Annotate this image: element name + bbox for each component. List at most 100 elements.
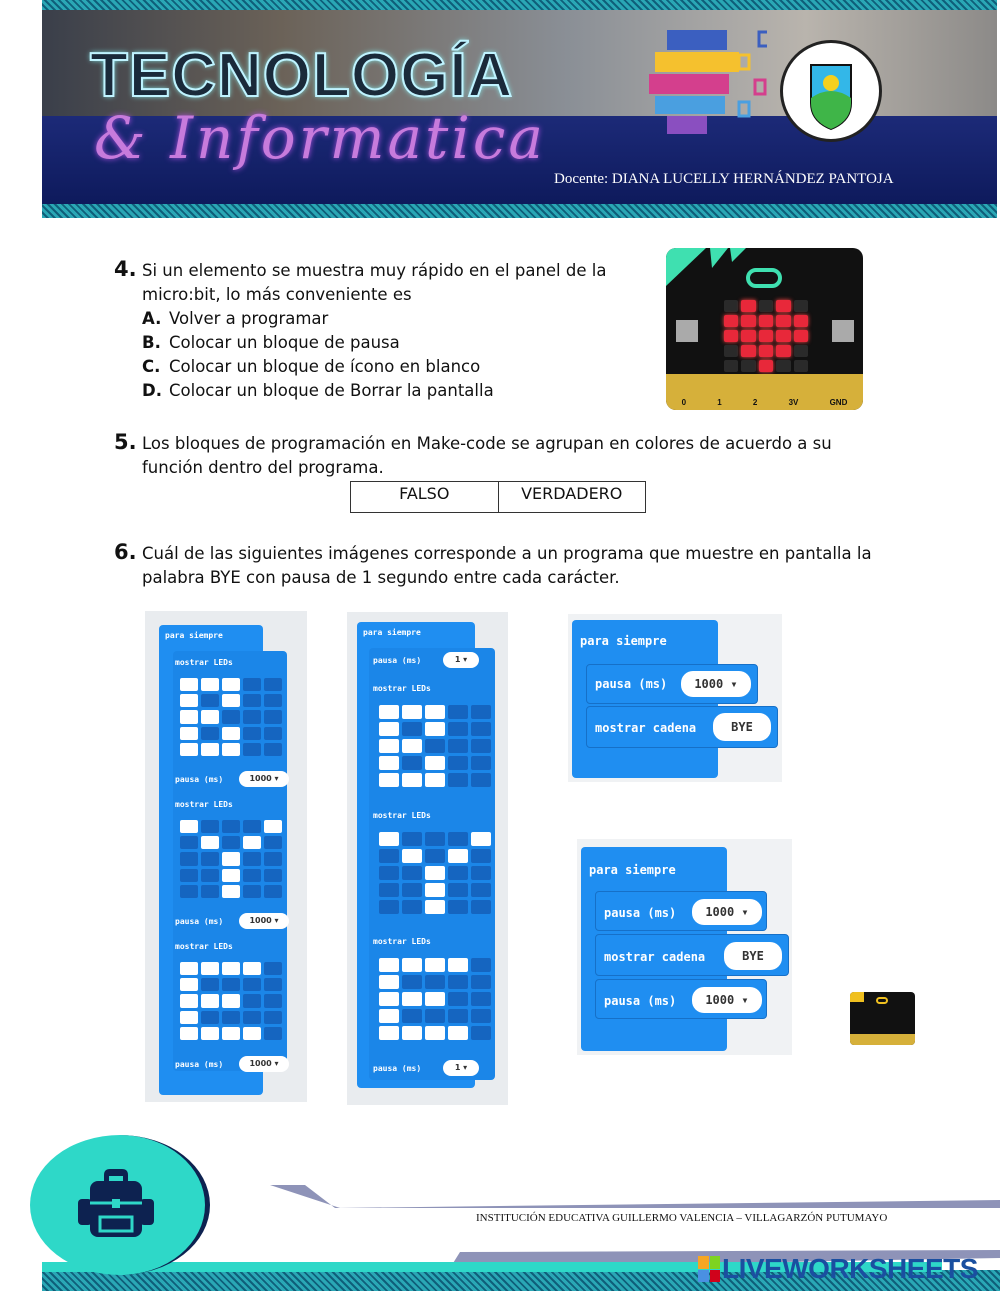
led-off <box>471 1026 491 1040</box>
led-grid-y <box>379 832 491 914</box>
option-letter: D. <box>142 381 162 400</box>
pause-label: pausa (ms) <box>175 1060 224 1069</box>
led-off <box>724 300 739 312</box>
led-on <box>180 694 198 708</box>
led-off <box>402 722 422 736</box>
led-off <box>201 694 219 708</box>
tech-head-logo-icon <box>649 30 767 134</box>
led-off <box>264 978 282 992</box>
led-off <box>243 726 261 740</box>
led-on <box>222 994 240 1008</box>
led-off <box>448 832 468 846</box>
led-off <box>180 852 198 866</box>
led-off <box>264 962 282 976</box>
led-on <box>180 978 198 992</box>
led-off <box>724 360 739 372</box>
question-6-line: Cuál de las siguientes imágenes correspo… <box>142 544 872 563</box>
led-off <box>201 868 219 882</box>
led-on <box>264 820 282 834</box>
led-on <box>379 1009 399 1023</box>
led-on <box>425 958 445 972</box>
led-off <box>448 1009 468 1023</box>
pause-block: pausa (ms) 1000 ▾ <box>595 891 767 931</box>
pause-value-dropdown: 1 ▾ <box>443 652 479 668</box>
led-on <box>379 722 399 736</box>
option-b[interactable]: B.Colocar un bloque de pausa <box>142 331 606 355</box>
question-4-line: Si un elemento se muestra muy rápido en … <box>142 261 607 280</box>
option-a[interactable]: A.Volver a programar <box>142 307 606 331</box>
led-off <box>243 742 261 756</box>
pin-label: 2 <box>752 398 758 407</box>
led-on <box>425 773 445 787</box>
led-on <box>222 868 240 882</box>
choice-verdadero[interactable]: VERDADERO <box>497 482 646 512</box>
led-on <box>222 694 240 708</box>
led-off <box>471 975 491 989</box>
footer-institution: INSTITUCIÓN EDUCATIVA GUILLERMO VALENCIA… <box>476 1212 888 1224</box>
led-on <box>201 710 219 724</box>
led-off <box>402 975 422 989</box>
led-off <box>264 710 282 724</box>
led-off <box>201 884 219 898</box>
option-c[interactable]: C.Colocar un bloque de ícono en blanco <box>142 355 606 379</box>
pause-value-dropdown: 1000 ▾ <box>239 771 289 787</box>
show-leds-label: mostrar LEDs <box>373 811 431 820</box>
led-off <box>448 705 468 719</box>
led-on <box>724 315 739 327</box>
led-off <box>264 836 282 850</box>
code-option-2[interactable]: para siempre pausa (ms) 1 ▾ mostrar LEDs… <box>347 612 508 1105</box>
led-on <box>402 739 422 753</box>
pause-value-dropdown: 1000 ▾ <box>239 1056 289 1072</box>
led-off <box>222 978 240 992</box>
led-off <box>471 705 491 719</box>
led-on <box>222 852 240 866</box>
microbit-logo-icon <box>876 997 888 1004</box>
pause-label: pausa (ms) <box>373 656 422 665</box>
code-option-4[interactable]: para siempre pausa (ms) 1000 ▾ mostrar c… <box>577 839 792 1055</box>
led-off <box>243 994 261 1008</box>
led-on <box>776 330 791 342</box>
led-off <box>379 849 399 863</box>
led-off <box>243 678 261 692</box>
pause-label: pausa (ms) <box>604 994 677 1008</box>
code-option-1[interactable]: para siempre mostrar LEDs pausa (ms) 100… <box>145 611 307 1102</box>
inner-stack <box>369 648 495 1080</box>
led-off <box>379 900 399 914</box>
pause-value-dropdown: 1000 ▾ <box>681 671 751 697</box>
question-4-text: Si un elemento se muestra muy rápido en … <box>142 259 606 403</box>
string-value: BYE <box>724 942 782 970</box>
led-on <box>379 832 399 846</box>
option-letter: B. <box>142 333 161 352</box>
led-off <box>222 836 240 850</box>
led-on <box>180 820 198 834</box>
option-letter: C. <box>142 357 161 376</box>
question-6-line: palabra BYE con pausa de 1 segundo entre… <box>142 568 620 587</box>
choice-falso[interactable]: FALSO <box>399 484 450 503</box>
code-option-3[interactable]: para siempre pausa (ms) 1000 ▾ mostrar c… <box>568 614 782 782</box>
led-on <box>402 992 422 1006</box>
show-string-label: mostrar cadena <box>595 721 697 735</box>
led-on <box>425 900 445 914</box>
led-on <box>379 705 399 719</box>
title-tecnologia: TECNOLOGÍA <box>89 40 514 111</box>
led-off <box>448 992 468 1006</box>
led-on <box>724 330 739 342</box>
led-on <box>741 345 756 357</box>
pin-label: GND <box>829 398 848 407</box>
led-off <box>201 820 219 834</box>
led-off <box>243 694 261 708</box>
led-off <box>425 849 445 863</box>
led-on <box>402 1026 422 1040</box>
led-off <box>471 992 491 1006</box>
led-off <box>264 868 282 882</box>
option-d[interactable]: D.Colocar un bloque de Borrar la pantall… <box>142 379 606 403</box>
school-seal-logo <box>780 40 882 142</box>
led-off <box>222 1010 240 1024</box>
led-on <box>741 300 756 312</box>
pause-label: pausa (ms) <box>175 917 224 926</box>
pause-value-dropdown: 1000 ▾ <box>692 899 762 925</box>
led-off <box>793 360 808 372</box>
led-on <box>425 883 445 897</box>
pause-label: pausa (ms) <box>175 775 224 784</box>
led-on <box>180 710 198 724</box>
